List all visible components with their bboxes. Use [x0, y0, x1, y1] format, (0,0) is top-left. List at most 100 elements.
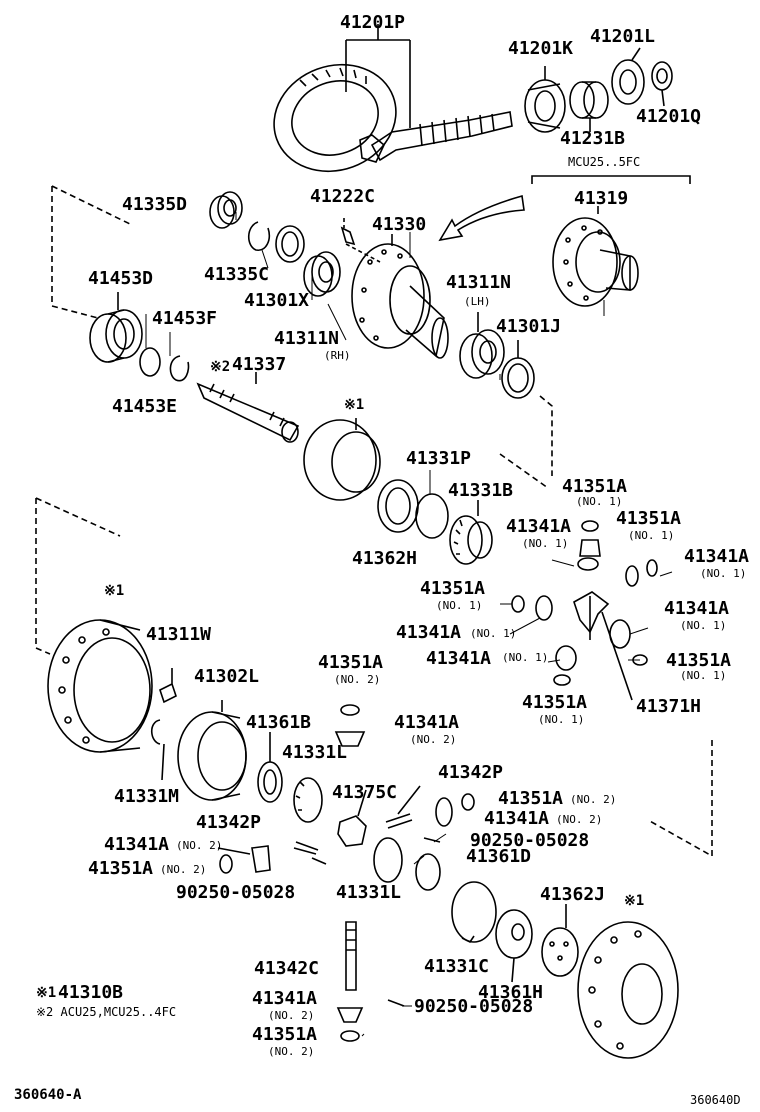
label-41453E: 41453E: [112, 396, 178, 417]
label-41351A-4: 41351A: [666, 650, 732, 671]
washer-41361B: [257, 732, 283, 803]
label-41351A-1: 41351A: [562, 476, 628, 497]
label-41351A-no2-b: 41351A: [498, 788, 564, 809]
label-no2-g: (NO. 2): [268, 1009, 315, 1022]
label-mark1-right: ※1: [624, 893, 645, 909]
label-41453F: 41453F: [152, 308, 218, 329]
note2: ※2 ACU25,MCU25..4FC: [36, 1005, 177, 1019]
snap-41453F: [169, 355, 190, 382]
label-41371H: 41371H: [636, 696, 702, 717]
note1-mark: ※1: [36, 985, 57, 1001]
label-41301J: 41301J: [496, 316, 562, 337]
gear-41341A-no2-bottom: [336, 1007, 364, 1023]
label-41361H: 41361H: [478, 982, 544, 1003]
label-41201L: 41201L: [590, 26, 656, 47]
label-no1-a: (NO. 1): [576, 495, 623, 508]
label-41375C: 41375C: [332, 782, 398, 803]
label-41351A-3: 41351A: [420, 578, 486, 599]
label-41330: 41330: [372, 214, 427, 235]
label-41201P: 41201P: [340, 12, 406, 33]
label-41351A-no2-c: 41351A: [88, 858, 154, 879]
label-no2-b: (NO. 2): [410, 733, 457, 746]
label-41341A-3: 41341A: [664, 598, 730, 619]
label-41361B: 41361B: [246, 712, 312, 733]
label-41351A-5: 41351A: [522, 692, 588, 713]
label-mark2-41337: ※2: [210, 359, 231, 375]
label-41331L-b: 41331L: [336, 882, 402, 903]
snap-ring-41331C: [451, 881, 497, 944]
label-41335C: 41335C: [204, 264, 270, 285]
label-no1-d: (NO. 1): [700, 567, 747, 580]
label-41319: 41319: [574, 188, 629, 209]
diff-case-41330: [351, 234, 449, 359]
label-90250-a: 90250-05028: [470, 830, 590, 851]
ring-41453E: [139, 347, 161, 377]
label-41362H: 41362H: [352, 548, 418, 569]
pin-90250-a: [311, 857, 327, 865]
label-no2-a: (NO. 2): [334, 673, 381, 686]
label-no1-b: (NO. 1): [522, 537, 569, 550]
label-41311W: 41311W: [146, 624, 212, 645]
label-mcu25-5fc: MCU25..5FC: [568, 155, 641, 169]
pin-90250-b: [423, 837, 441, 843]
spacer-41231B: [569, 81, 609, 132]
label-41341A-no2-c: 41341A: [104, 834, 170, 855]
label-no1-i: (NO. 1): [680, 669, 727, 682]
label-no1-c: (NO. 1): [628, 529, 675, 542]
label-41331B: 41331B: [448, 480, 514, 501]
pin-41342P-b: [385, 785, 421, 829]
gear-41331L-a: [293, 777, 323, 823]
washer-41351A-no2-left: [219, 854, 233, 874]
pin-90250-c: [387, 999, 405, 1007]
washer-41351A-no2-right: [461, 793, 475, 811]
label-41341A-no2-b: 41341A: [484, 808, 550, 829]
washer-41362H: [377, 479, 419, 533]
label-no2-d: (NO. 2): [556, 813, 603, 826]
label-41331C: 41331C: [424, 956, 490, 977]
label-41341A-5: 41341A: [426, 648, 492, 669]
washer-41351A-no2-top: [340, 704, 360, 716]
label-no2-h: (NO. 2): [268, 1045, 315, 1058]
label-41342P-a: 41342P: [438, 762, 504, 783]
label-41301X: 41301X: [244, 290, 310, 311]
washer-41301X: [275, 225, 305, 263]
label-41231B: 41231B: [560, 128, 626, 149]
label-41335D: 41335D: [122, 194, 188, 215]
figure-number-right: 360640D: [690, 1093, 741, 1107]
label-41331M: 41331M: [114, 786, 180, 807]
label-41342P-b: 41342P: [196, 812, 262, 833]
label-41453D: 41453D: [88, 268, 154, 289]
guide-line-middle: [499, 395, 553, 489]
bearing-41201K: [524, 66, 566, 133]
gear-41302L: [177, 700, 247, 801]
washer-41331P: [415, 493, 449, 539]
label-41201Q: 41201Q: [636, 106, 702, 127]
ring-41331M: [150, 719, 165, 781]
label-90250-c: 90250-05028: [414, 996, 534, 1017]
label-no1-j: (NO. 1): [538, 713, 585, 726]
label-no1-h: (NO. 1): [502, 651, 549, 664]
bracket-mcu25: [531, 175, 691, 184]
washer-41361D: [415, 853, 441, 891]
label-mark1-top: ※1: [344, 397, 365, 413]
shaft-41337: [196, 372, 300, 443]
label-41331P: 41331P: [406, 448, 472, 469]
washer-41362J: [541, 904, 579, 977]
figure-number-left: 360640-A: [14, 1087, 82, 1103]
cover-41331P-group: [303, 418, 381, 501]
label-no2-e: (NO. 2): [176, 839, 223, 852]
gear-41331B: [449, 500, 493, 565]
label-lh: (LH): [464, 295, 491, 308]
gear-41331L-b: [373, 837, 403, 883]
bolt-41311W: [159, 668, 177, 704]
label-41341A-1: 41341A: [506, 516, 572, 537]
label-41337: 41337: [232, 354, 287, 375]
gear-41341A-no2-left: [217, 845, 271, 873]
block-41375C: [337, 789, 367, 847]
label-90250-b: 90250-05028: [176, 882, 296, 903]
label-41351A-no2-a: 41351A: [318, 652, 384, 673]
label-41331L-a: 41331L: [282, 742, 348, 763]
label-41201K: 41201K: [508, 38, 574, 59]
